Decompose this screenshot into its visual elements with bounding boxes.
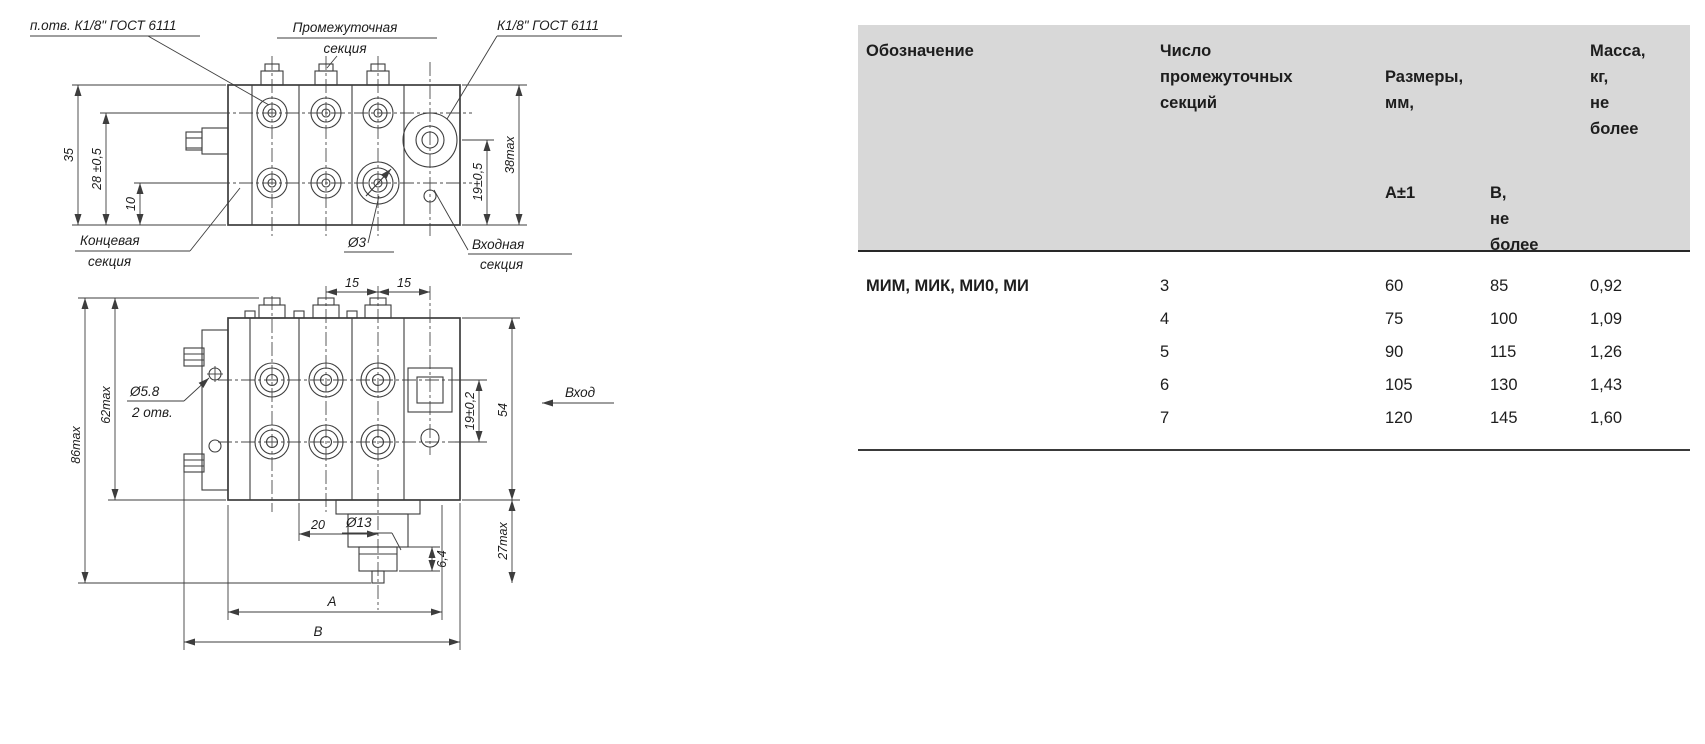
header-dim-a: А±1 [1385, 184, 1416, 202]
cell-mass: 1,43 [1590, 376, 1623, 394]
dim-86max-label: 86max [69, 425, 83, 463]
front-view-dimensions: 15 15 86max 62max Ø5.8 2 отв. 19±0,2 54 [69, 276, 614, 650]
cell-dim-a: 90 [1385, 343, 1404, 361]
header-mass: Масса, кг, не более [1590, 42, 1646, 138]
header-designation: Обозначение [866, 42, 974, 60]
spec-table: Обозначение Число промежуточных секций Р… [858, 25, 1690, 451]
inlet-section-label-line1: Входная [472, 237, 524, 252]
top-view: 35 28 ±0,5 10 19±0,5 38max п.отв. К1/8" … [30, 18, 622, 272]
table-body: МИМ, МИК, МИ0, МИ 3 60 85 0,92 4 75 100 … [858, 252, 1690, 451]
top-view-block [185, 63, 461, 226]
dim-19-05-label: 19±0,5 [471, 163, 485, 201]
cell-dim-a: 120 [1385, 409, 1413, 427]
cell-dim-b: 130 [1490, 376, 1518, 394]
inlet-thread-label: К1/8" ГОСТ 6111 [497, 18, 599, 33]
dim-62max-label: 62max [99, 385, 113, 423]
cell-sections: 6 [1160, 376, 1170, 394]
hole-diameter-label: Ø5.8 [129, 384, 160, 399]
intermediate-section-label-line1: Промежуточная [293, 20, 398, 35]
port-thread-label: п.отв. К1/8" ГОСТ 6111 [30, 18, 176, 33]
header-dimensions-subrow: А±1 В, не более [1385, 180, 1590, 258]
cell-mass: 1,09 [1590, 310, 1623, 328]
dim-27max-label: 27max [496, 521, 510, 560]
cell-mass: 1,26 [1590, 343, 1623, 361]
top-view-dimensions: 35 28 ±0,5 10 19±0,5 38max [62, 84, 527, 226]
cell-mass: 1,60 [1590, 409, 1623, 427]
cell-sections: 4 [1160, 310, 1170, 328]
header-sections-count: Число промежуточных секций [1160, 42, 1293, 112]
dim-10-label: 10 [124, 197, 138, 211]
front-view-block [183, 297, 461, 584]
cell-sections: 7 [1160, 409, 1170, 427]
dim-38max-label: 38max [503, 135, 517, 173]
top-view-labels: п.отв. К1/8" ГОСТ 6111 Промежуточная сек… [30, 18, 622, 272]
cell-dim-b: 100 [1490, 310, 1518, 328]
dim-20-label: 20 [310, 518, 325, 532]
dia-3-label: Ø3 [347, 235, 367, 250]
cell-dim-a: 75 [1385, 310, 1404, 328]
cell-dim-a: 60 [1385, 277, 1404, 295]
cell-sections: 5 [1160, 343, 1170, 361]
dim-19-02-label: 19±0,2 [463, 392, 477, 430]
dim-A-label: А [326, 594, 336, 609]
end-section-label-line1: Концевая [80, 233, 140, 248]
table-header: Обозначение Число промежуточных секций Р… [858, 25, 1690, 254]
dim-35-label: 35 [62, 148, 76, 162]
top-view-centerlines [216, 56, 472, 236]
cell-dim-a: 105 [1385, 376, 1413, 394]
dia-13-label: Ø13 [345, 515, 372, 530]
dim-B-label: В [313, 624, 322, 639]
intermediate-section-label-line2: секция [323, 41, 366, 56]
cell-dim-b: 115 [1490, 343, 1517, 361]
designation-value: МИМ, МИК, МИ0, МИ [866, 277, 1029, 295]
dim-54-label: 54 [496, 403, 510, 417]
header-dimensions: Размеры, мм, А±1 В, не более [1385, 38, 1590, 284]
dim-28-label: 28 ±0,5 [90, 148, 104, 191]
inlet-section-label-line2: секция [480, 257, 523, 272]
cell-dim-b: 85 [1490, 277, 1509, 295]
technical-drawing: 35 28 ±0,5 10 19±0,5 38max п.отв. К1/8" … [30, 18, 622, 650]
inlet-direction-label: Вход [565, 385, 596, 400]
cell-sections: 3 [1160, 277, 1170, 295]
front-view: 15 15 86max 62max Ø5.8 2 отв. 19±0,2 54 [69, 276, 614, 650]
header-dim-b: В, не более [1490, 184, 1539, 254]
end-section-label-line2: секция [88, 254, 131, 269]
hole-count-label: 2 отв. [131, 405, 173, 420]
cell-mass: 0,92 [1590, 277, 1623, 295]
dim-15a-label: 15 [345, 276, 359, 290]
dim-15b-label: 15 [397, 276, 411, 290]
cell-dim-b: 145 [1490, 409, 1518, 427]
header-dimensions-title: Размеры, мм, [1385, 68, 1464, 112]
